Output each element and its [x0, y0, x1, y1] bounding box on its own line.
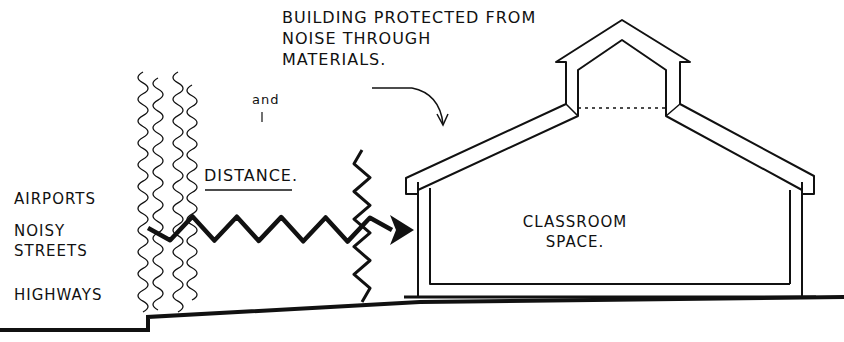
underline [372, 87, 412, 89]
leader-line [412, 88, 443, 124]
building-outline [400, 15, 820, 300]
noise-wave [187, 85, 197, 300]
annotation-label: DISTANCE. [204, 166, 324, 187]
noise-wave [173, 72, 183, 312]
noise-waves [138, 72, 392, 312]
arrow-head [390, 215, 414, 245]
noise-wave [354, 150, 370, 302]
annotation-label: HIGHWAYS [14, 286, 134, 306]
tick-mark [261, 112, 262, 122]
room-label: CLASSROOM SPACE. [505, 213, 645, 252]
annotation-label: AIRPORTS [14, 190, 134, 210]
building-section: CLASSROOM SPACE. [400, 15, 820, 300]
underline [205, 189, 292, 191]
noise-wave [153, 78, 163, 310]
leader-arrow [437, 114, 448, 125]
annotation-label: NOISY STREETS [14, 222, 104, 261]
ground-line [0, 297, 844, 330]
noise-wave [138, 72, 148, 312]
annotation-label: and [252, 92, 292, 109]
annotation-label: BUILDING PROTECTED FROM NOISE THROUGH MA… [282, 8, 537, 70]
